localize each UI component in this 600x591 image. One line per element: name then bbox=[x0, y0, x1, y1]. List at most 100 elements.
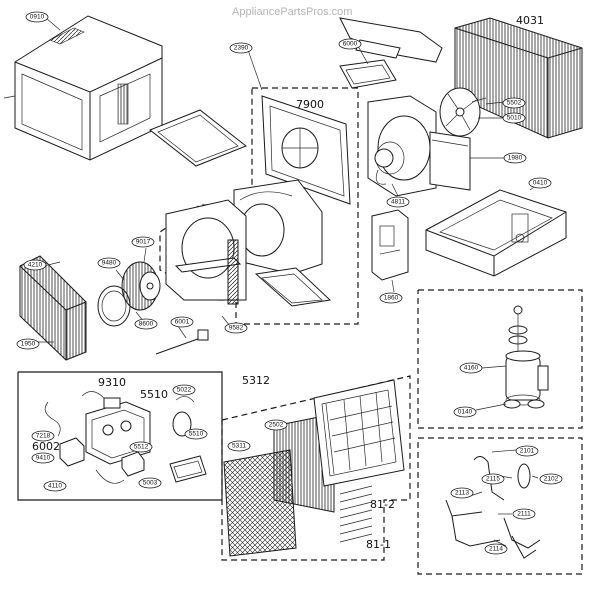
svg-text:5502: 5502 bbox=[507, 100, 522, 107]
top-cover-part bbox=[339, 17, 443, 89]
svg-text:9410: 9410 bbox=[36, 455, 51, 462]
svg-text:9582: 9582 bbox=[229, 325, 244, 332]
fan-motor-assembly-part bbox=[367, 95, 471, 197]
svg-text:0140: 0140 bbox=[458, 409, 473, 416]
callout-8600: 8600 bbox=[134, 318, 158, 330]
front-button-panel-part bbox=[169, 455, 207, 483]
front-grille-part bbox=[313, 379, 405, 487]
callout-0410: 0410 bbox=[528, 177, 552, 189]
svg-text:5022: 5022 bbox=[177, 387, 192, 394]
callout-2101: 2101 bbox=[515, 445, 539, 457]
svg-text:4811: 4811 bbox=[391, 199, 405, 206]
compressor-part bbox=[503, 305, 549, 409]
handwritten-label-5510: 5510 bbox=[140, 388, 168, 401]
scroll-housing-part bbox=[233, 179, 323, 275]
callout-1860: 1860 bbox=[379, 292, 403, 304]
callout-4210: 4210 bbox=[23, 259, 47, 271]
orifice-panel-part bbox=[261, 95, 351, 205]
callout-9410: 9410 bbox=[31, 452, 55, 464]
blower-wheel-part bbox=[121, 261, 161, 311]
callout-4811: 4811 bbox=[386, 196, 410, 208]
callout-9582: 9582 bbox=[224, 322, 248, 334]
handwritten-label-81-2: 81-2 bbox=[370, 498, 395, 511]
watermark-text: AppliancePartsPros.com bbox=[232, 6, 353, 18]
callout-5502: 5502 bbox=[502, 97, 526, 109]
svg-text:0410: 0410 bbox=[533, 180, 548, 187]
svg-text:9480: 9480 bbox=[102, 260, 117, 267]
callout-4110: 4110 bbox=[43, 480, 67, 492]
bearing-ring-part bbox=[97, 285, 131, 327]
callout-9017: 9017 bbox=[131, 236, 155, 248]
svg-text:1860: 1860 bbox=[384, 295, 399, 302]
callout-5311: 5311 bbox=[227, 440, 251, 452]
group-outline-compressor bbox=[417, 289, 583, 429]
callout-0910: 0910 bbox=[25, 11, 49, 23]
svg-text:2102: 2102 bbox=[544, 476, 559, 483]
callout-9480: 9480 bbox=[97, 257, 121, 269]
svg-text:1980: 1980 bbox=[508, 155, 523, 162]
control-box-part bbox=[371, 209, 409, 281]
svg-text:0910: 0910 bbox=[30, 14, 45, 21]
wiring-harness-part bbox=[44, 391, 195, 484]
base-plate-part bbox=[149, 109, 247, 167]
svg-text:2115: 2115 bbox=[486, 476, 500, 483]
svg-text:5311: 5311 bbox=[232, 443, 246, 450]
svg-text:5010: 5010 bbox=[507, 115, 522, 122]
callout-5512: 5512 bbox=[129, 441, 153, 453]
callout-2113: 2113 bbox=[450, 487, 474, 499]
callout-6000: 6000 bbox=[338, 38, 362, 50]
svg-text:7218: 7218 bbox=[36, 433, 51, 440]
callout-5022: 5022 bbox=[172, 384, 196, 396]
svg-text:2390: 2390 bbox=[234, 45, 249, 52]
svg-text:2113: 2113 bbox=[455, 490, 469, 497]
svg-text:2502: 2502 bbox=[269, 422, 284, 429]
callout-1980: 1980 bbox=[503, 152, 527, 164]
handwritten-label-9310: 9310 bbox=[98, 376, 126, 389]
svg-text:4160: 4160 bbox=[464, 365, 479, 372]
callout-2390: 2390 bbox=[229, 42, 253, 54]
callout-2102: 2102 bbox=[539, 473, 563, 485]
callout-5003: 5003 bbox=[138, 477, 162, 489]
callout-5010: 5010 bbox=[502, 112, 526, 124]
svg-text:8600: 8600 bbox=[139, 321, 154, 328]
shaft-part bbox=[155, 329, 209, 355]
callout-7218: 7218 bbox=[31, 430, 55, 442]
base-pan-part bbox=[425, 189, 567, 277]
evaporator-coil-part bbox=[19, 255, 87, 361]
svg-text:5512: 5512 bbox=[134, 444, 149, 451]
svg-text:5510: 5510 bbox=[189, 431, 204, 438]
cabinet-part bbox=[3, 15, 181, 161]
louver-part bbox=[339, 485, 373, 543]
svg-text:4210: 4210 bbox=[28, 262, 43, 269]
group-outline-tubing bbox=[417, 437, 583, 575]
callout-2115: 2115 bbox=[481, 473, 505, 485]
svg-text:2101: 2101 bbox=[520, 448, 535, 455]
svg-text:2114: 2114 bbox=[489, 546, 503, 553]
front-panel-part bbox=[223, 449, 297, 557]
handwritten-label-6002: 6002 bbox=[32, 440, 60, 453]
callout-2114: 2114 bbox=[484, 543, 508, 555]
air-guide-part bbox=[165, 199, 247, 305]
condenser-fan-blade-part bbox=[439, 87, 487, 137]
svg-text:9017: 9017 bbox=[136, 239, 151, 246]
rail-part bbox=[254, 267, 332, 307]
leader-lines bbox=[36, 17, 539, 547]
refrigerant-tubing-part bbox=[445, 456, 541, 559]
handwritten-label-5312: 5312 bbox=[242, 374, 270, 387]
callout-0140: 0140 bbox=[453, 406, 477, 418]
handwritten-label-4031: 4031 bbox=[516, 14, 544, 27]
control-panel-part bbox=[85, 397, 151, 465]
svg-text:2111: 2111 bbox=[517, 511, 531, 518]
handwritten-label-81-1: 81-1 bbox=[366, 538, 391, 551]
handwritten-label-7900: 7900 bbox=[296, 98, 324, 111]
callout-4160: 4160 bbox=[459, 362, 483, 374]
callout-2502: 2502 bbox=[264, 419, 288, 431]
svg-text:6001: 6001 bbox=[175, 319, 190, 326]
svg-text:1950: 1950 bbox=[21, 341, 36, 348]
svg-text:4110: 4110 bbox=[48, 483, 62, 490]
svg-text:6000: 6000 bbox=[343, 41, 358, 48]
callout-1950: 1950 bbox=[16, 338, 40, 350]
svg-text:5003: 5003 bbox=[143, 480, 158, 487]
callout-6001: 6001 bbox=[170, 316, 194, 328]
